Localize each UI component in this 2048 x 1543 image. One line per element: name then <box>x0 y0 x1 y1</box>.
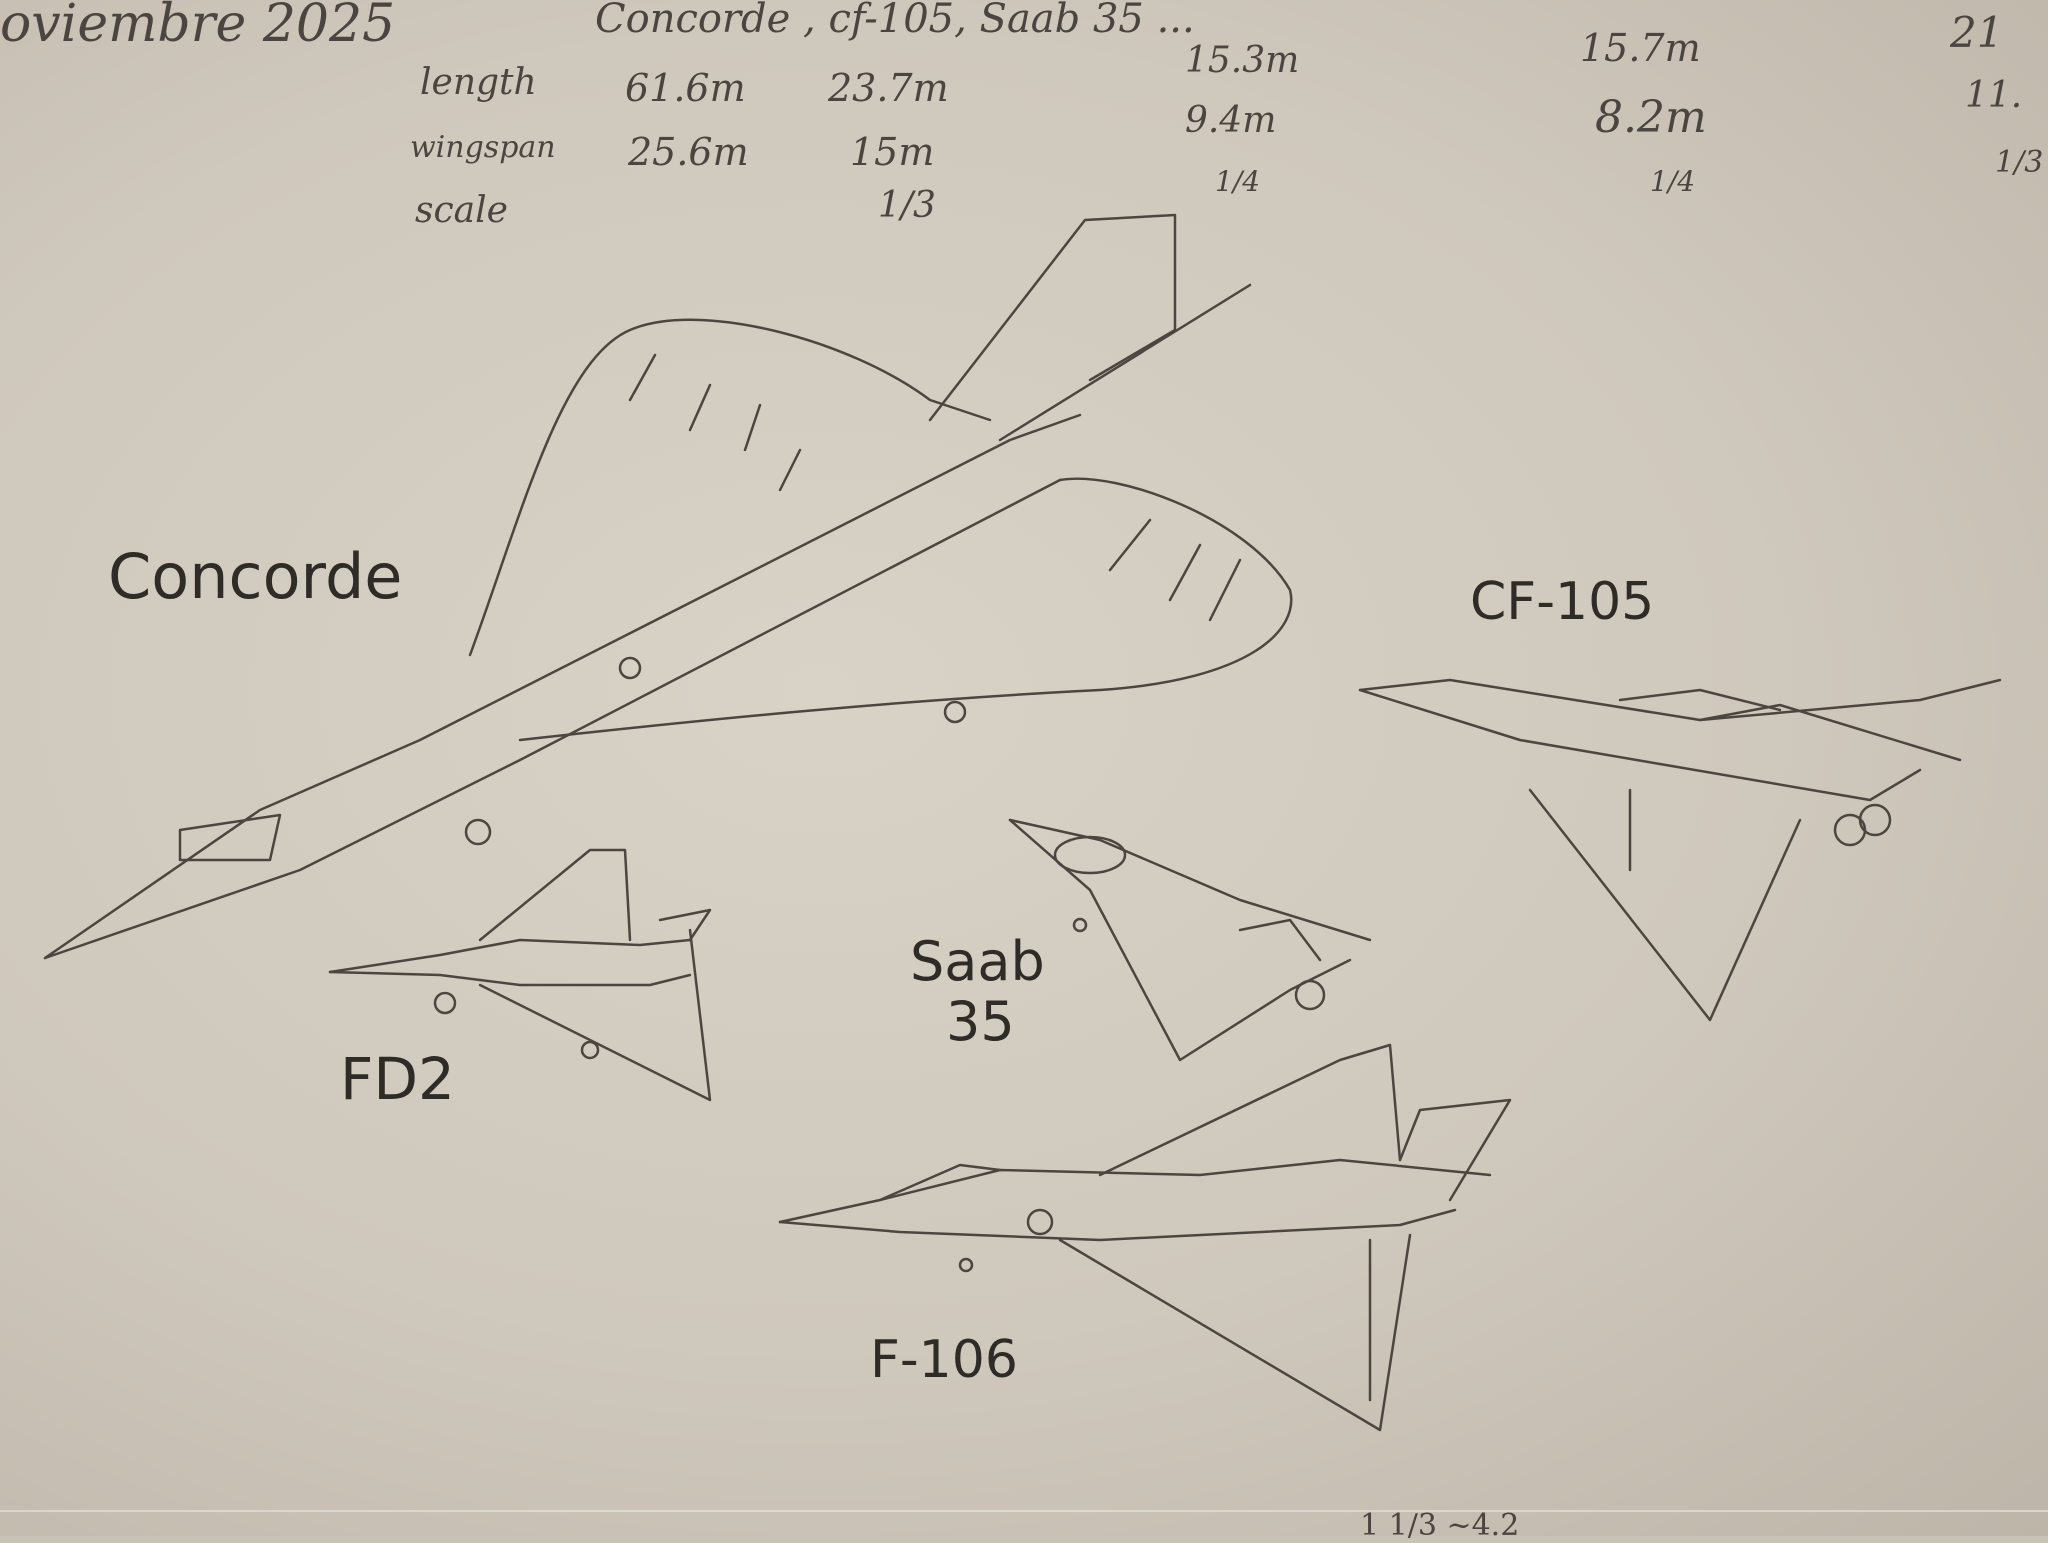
col5-length: 21 <box>1950 8 2004 57</box>
col3-wingspan: 9.4m <box>1185 100 1277 141</box>
label-cf105: CF-105 <box>1470 572 1655 632</box>
cf105-wingspan: 15m <box>850 130 935 174</box>
cf105-length: 23.7m <box>828 66 949 110</box>
col3-length: 15.3m <box>1185 40 1300 81</box>
row-label-wingspan: wingspan <box>410 130 556 165</box>
date-note: oviembre 2025 <box>0 0 396 54</box>
concorde-length: 61.6m <box>625 66 746 110</box>
label-saab-line1: Saab <box>910 930 1045 993</box>
col5-scale: 1/3 <box>1995 145 2044 180</box>
col4-wingspan: 8.2m <box>1595 92 1707 143</box>
cf105-drawing <box>1358 678 2002 1022</box>
col3-scale: 1/4 <box>1215 165 1261 198</box>
aircraft-list-note: Concorde , cf-105, Saab 35 ... <box>595 0 1195 42</box>
concorde-wingspan: 25.6m <box>628 130 749 174</box>
fd2-drawing <box>328 848 712 1102</box>
saab35-drawing <box>1008 818 1372 1062</box>
cf105-scale: 1/3 <box>878 185 936 226</box>
label-fd2: FD2 <box>340 1045 455 1113</box>
footer-note: 1 1/3 ~4.2 <box>1360 1508 1520 1543</box>
row-label-length: length <box>420 62 537 103</box>
label-saab-line2: 35 <box>946 990 1015 1053</box>
label-concorde: Concorde <box>108 540 403 613</box>
col4-scale: 1/4 <box>1650 165 1696 198</box>
label-f106: F-106 <box>870 1330 1018 1390</box>
page-edge <box>0 1510 2048 1512</box>
col4-length: 15.7m <box>1580 26 1701 70</box>
col5-wingspan: 11. <box>1965 75 2023 116</box>
row-label-scale: scale <box>415 190 508 231</box>
concorde-drawing <box>43 213 1293 960</box>
f106-drawing <box>778 1043 1512 1432</box>
